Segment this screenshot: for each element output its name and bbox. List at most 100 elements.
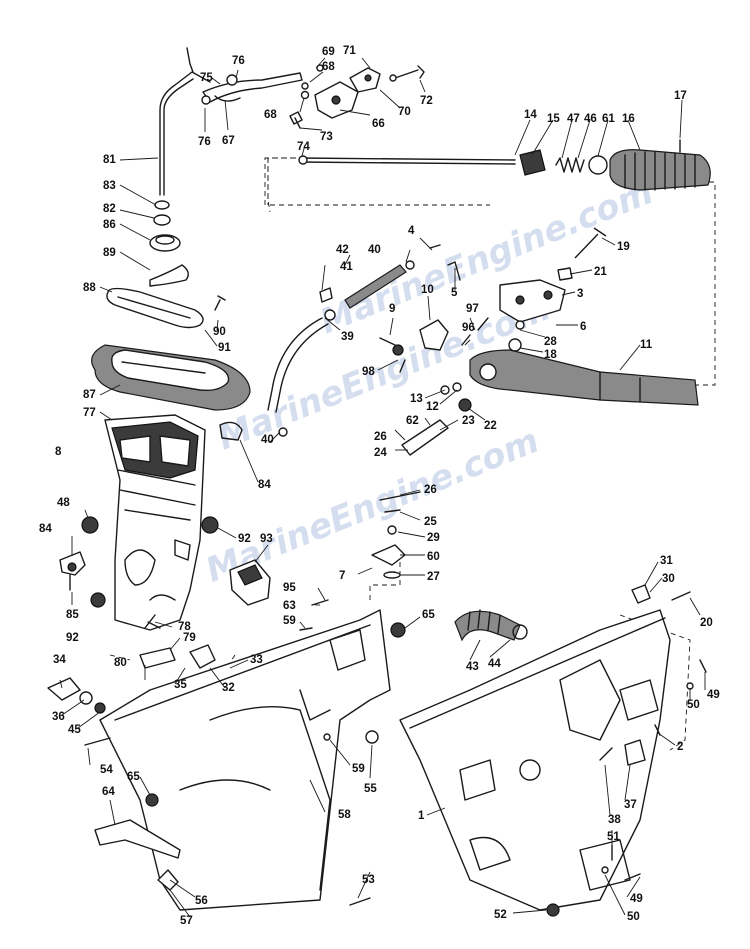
exhaust-housing-77 xyxy=(104,414,243,631)
screw-98 xyxy=(399,359,406,373)
shift-rod-14 xyxy=(299,157,516,165)
label-16: 16 xyxy=(622,113,635,125)
screw-9 xyxy=(379,337,396,346)
label-70: 70 xyxy=(398,106,411,118)
plug-92-left xyxy=(90,592,106,608)
label-19: 19 xyxy=(617,241,630,253)
label-24: 24 xyxy=(374,447,387,459)
part-number-labels: 81 83 82 86 89 88 90 91 87 77 76 75 76 6… xyxy=(39,45,720,927)
label-15: 15 xyxy=(547,113,560,125)
label-40-bottom: 40 xyxy=(261,434,274,446)
label-60: 60 xyxy=(427,551,440,563)
label-5: 5 xyxy=(451,287,458,299)
tiller-arm-11 xyxy=(469,349,699,406)
label-76-bottom: 76 xyxy=(198,136,211,148)
throttle-arm-23 xyxy=(401,419,449,456)
label-58: 58 xyxy=(338,809,351,821)
label-9: 9 xyxy=(389,303,395,315)
label-92-right: 92 xyxy=(238,533,251,545)
label-12: 12 xyxy=(426,401,439,413)
label-42: 42 xyxy=(336,244,349,256)
label-45: 45 xyxy=(68,724,81,736)
label-67: 67 xyxy=(222,135,235,147)
label-28: 28 xyxy=(544,336,557,348)
label-66: 66 xyxy=(372,118,385,130)
label-65-left: 65 xyxy=(127,771,140,783)
hose-43 xyxy=(454,609,528,642)
label-52: 52 xyxy=(494,909,507,921)
label-93: 93 xyxy=(260,533,273,545)
label-46: 46 xyxy=(584,113,597,125)
label-53: 53 xyxy=(362,874,375,886)
plug-92-right xyxy=(201,516,219,534)
label-97: 97 xyxy=(466,303,479,315)
label-38: 38 xyxy=(608,814,621,826)
seal-88 xyxy=(106,287,204,329)
clip-89 xyxy=(149,264,189,287)
upper-pan-87 xyxy=(91,344,251,411)
label-64: 64 xyxy=(102,786,115,798)
label-18: 18 xyxy=(544,349,557,361)
label-73: 73 xyxy=(320,131,333,143)
label-41: 41 xyxy=(340,261,353,273)
cap-61 xyxy=(588,155,608,175)
label-14: 14 xyxy=(524,109,537,121)
label-8: 8 xyxy=(55,446,62,458)
label-57: 57 xyxy=(180,915,193,927)
label-4: 4 xyxy=(408,225,415,237)
label-2: 2 xyxy=(677,741,683,753)
label-25: 25 xyxy=(424,516,437,528)
label-78: 78 xyxy=(178,621,191,633)
label-96: 96 xyxy=(462,322,475,334)
label-92-left: 92 xyxy=(66,632,79,644)
label-65-right: 65 xyxy=(422,609,435,621)
label-10: 10 xyxy=(421,284,434,296)
label-32: 32 xyxy=(222,682,235,694)
label-26-upper: 26 xyxy=(374,431,387,443)
label-82: 82 xyxy=(103,203,116,215)
label-75: 75 xyxy=(200,72,213,84)
knob-19 xyxy=(574,227,607,259)
plug-48 xyxy=(81,516,99,534)
label-48: 48 xyxy=(57,497,70,509)
hose-39 xyxy=(267,317,329,413)
label-36: 36 xyxy=(52,711,65,723)
label-50-upper: 50 xyxy=(687,699,700,711)
label-68-left: 68 xyxy=(264,109,277,121)
label-6: 6 xyxy=(580,321,586,333)
label-84-right: 84 xyxy=(258,479,271,491)
label-49-lower: 49 xyxy=(630,893,643,905)
label-84-left: 84 xyxy=(39,523,52,535)
throttle-rod-81 xyxy=(159,47,211,196)
label-22: 22 xyxy=(484,420,497,432)
label-35: 35 xyxy=(174,679,187,691)
label-34: 34 xyxy=(53,654,66,666)
label-90: 90 xyxy=(213,326,226,338)
label-31: 31 xyxy=(660,555,673,567)
hose-fitting-40 xyxy=(344,264,407,309)
label-72: 72 xyxy=(420,95,433,107)
label-68-top: 68 xyxy=(322,61,335,73)
rod-washers xyxy=(149,200,181,252)
label-39: 39 xyxy=(341,331,354,343)
label-47: 47 xyxy=(567,113,580,125)
label-33: 33 xyxy=(250,654,263,666)
label-86: 86 xyxy=(103,219,116,231)
label-27: 27 xyxy=(427,571,440,583)
label-69: 69 xyxy=(322,46,335,58)
label-76-top: 76 xyxy=(232,55,245,67)
label-79: 79 xyxy=(183,632,196,644)
clamp-41 xyxy=(319,287,333,303)
label-3: 3 xyxy=(577,288,583,300)
label-11: 11 xyxy=(640,339,653,351)
label-40-top: 40 xyxy=(368,244,381,256)
label-49-upper: 49 xyxy=(707,689,720,701)
label-74: 74 xyxy=(297,141,310,153)
label-91: 91 xyxy=(218,342,231,354)
label-56: 56 xyxy=(195,895,208,907)
side-housing-1 xyxy=(399,609,671,911)
leader-lines xyxy=(59,57,706,918)
mount-84 xyxy=(59,551,86,591)
label-59-upper: 59 xyxy=(283,615,296,627)
